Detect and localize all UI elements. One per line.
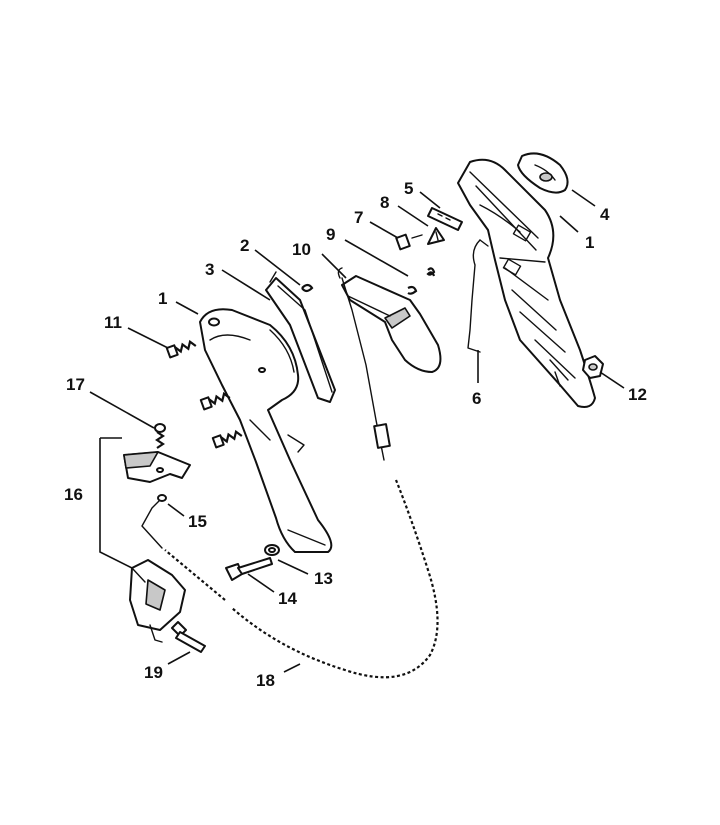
cable-bracket-cover — [123, 451, 191, 483]
part-labels: 1 1 2 3 4 5 6 7 8 9 10 11 12 13 14 15 16… — [64, 179, 647, 690]
label-part-12: 12 — [628, 385, 647, 404]
washer — [264, 544, 280, 556]
label-part-3: 3 — [205, 260, 214, 279]
handle-housing-right — [457, 158, 596, 408]
label-part-16: 16 — [64, 485, 83, 504]
trigger-lever — [337, 267, 442, 373]
knob — [517, 152, 569, 194]
cable-carrier — [129, 559, 186, 643]
cover-screw — [154, 423, 166, 449]
label-part-15: 15 — [188, 512, 207, 531]
leader-lines — [89, 189, 625, 673]
small-spring — [426, 267, 436, 277]
label-part-4: 4 — [600, 205, 610, 224]
label-part-17: 17 — [66, 375, 85, 394]
nut — [582, 355, 604, 379]
spring-clip — [301, 283, 314, 293]
label-part-8: 8 — [380, 193, 389, 212]
label-part-9: 9 — [326, 225, 335, 244]
label-part-2: 2 — [240, 236, 249, 255]
carrier-bolt — [171, 621, 206, 653]
label-part-14: 14 — [278, 589, 297, 608]
wire-spring — [467, 239, 489, 353]
label-part-6: 6 — [472, 389, 481, 408]
label-part-1-right: 1 — [585, 233, 594, 252]
hex-bolt — [225, 557, 273, 581]
label-part-13: 13 — [314, 569, 333, 588]
label-part-11: 11 — [104, 313, 122, 332]
lever-strip — [265, 271, 336, 403]
leader-16-bracket — [99, 437, 133, 569]
small-screw — [395, 233, 423, 251]
label-part-7: 7 — [354, 208, 363, 227]
label-part-5: 5 — [404, 179, 413, 198]
label-part-19: 19 — [144, 663, 163, 682]
label-part-18: 18 — [256, 671, 275, 690]
clip — [427, 227, 445, 245]
plate — [427, 207, 463, 231]
label-part-10: 10 — [292, 240, 311, 259]
handle-housing-left — [199, 308, 333, 553]
label-part-1-left: 1 — [158, 289, 167, 308]
throttle-cable — [141, 277, 439, 679]
housing-screws — [165, 339, 243, 449]
